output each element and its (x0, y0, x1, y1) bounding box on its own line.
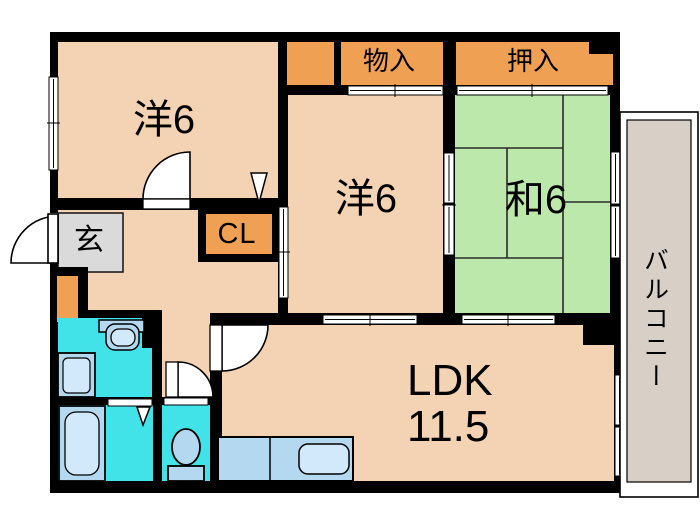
closet-door-triangle (250, 172, 268, 206)
bathroom-door-header (107, 398, 153, 407)
slider-oshiire (456, 84, 609, 97)
window-bedroom1-left (47, 76, 60, 171)
washroom-door (165, 361, 214, 398)
bathroom-door-triangle (135, 406, 152, 428)
slider-bedroom2-entry (277, 206, 290, 299)
entrance-floor (57, 212, 124, 273)
slider-ldk-tatami (461, 313, 556, 326)
label-balcony: バルコニー (640, 246, 669, 392)
shoe-cabinet (57, 276, 78, 322)
label-storage: 物入 (362, 46, 415, 76)
label-entrance: 玄 (74, 224, 104, 257)
front-door (10, 213, 59, 264)
ldk-door (209, 324, 269, 372)
washing-machine (57, 352, 96, 398)
label-ldk-size: 11.5 (407, 402, 490, 451)
washbasin (98, 319, 145, 351)
toilet (167, 428, 205, 482)
washroom-jog-overlay (142, 318, 152, 348)
storage-monoiri (341, 42, 443, 85)
window-tatami-right-2 (610, 205, 621, 259)
kitchen-counter (217, 436, 354, 482)
fusuma-bedroom2-tatami-2 (442, 204, 456, 256)
tatami-room (455, 95, 610, 313)
bedroom1-door (142, 151, 191, 210)
window-tatami-right-1 (610, 151, 621, 205)
slider-monoiri (347, 84, 444, 97)
wall-tatami-left (443, 95, 455, 313)
label-futon-closet: 押入 (506, 46, 559, 76)
slider-ldk-bedroom2 (322, 313, 418, 326)
label-ldk: LDK (407, 356, 493, 405)
tatami-mat-lines (455, 95, 610, 313)
closet-cl-box (206, 214, 272, 254)
storage-box-small (287, 42, 334, 85)
wall-top-left (50, 32, 288, 42)
kitchen-sink (298, 443, 350, 475)
balcony-deck (626, 119, 692, 483)
fusuma-bedroom2-tatami-1 (443, 152, 455, 204)
storage-oshiire (456, 42, 613, 85)
bathtub (58, 405, 106, 482)
label-closet-cl: CL (217, 218, 257, 250)
balcony (619, 111, 699, 498)
toilet-door-header (163, 397, 209, 406)
hinged-doors (10, 151, 269, 428)
sliding-doors (107, 84, 609, 407)
label-western-room-2: 洋6 (334, 177, 398, 221)
storage-oshiire-notch (589, 42, 613, 54)
label-western-room-1: 洋6 (132, 98, 196, 142)
label-japanese-room: 和6 (504, 178, 568, 222)
